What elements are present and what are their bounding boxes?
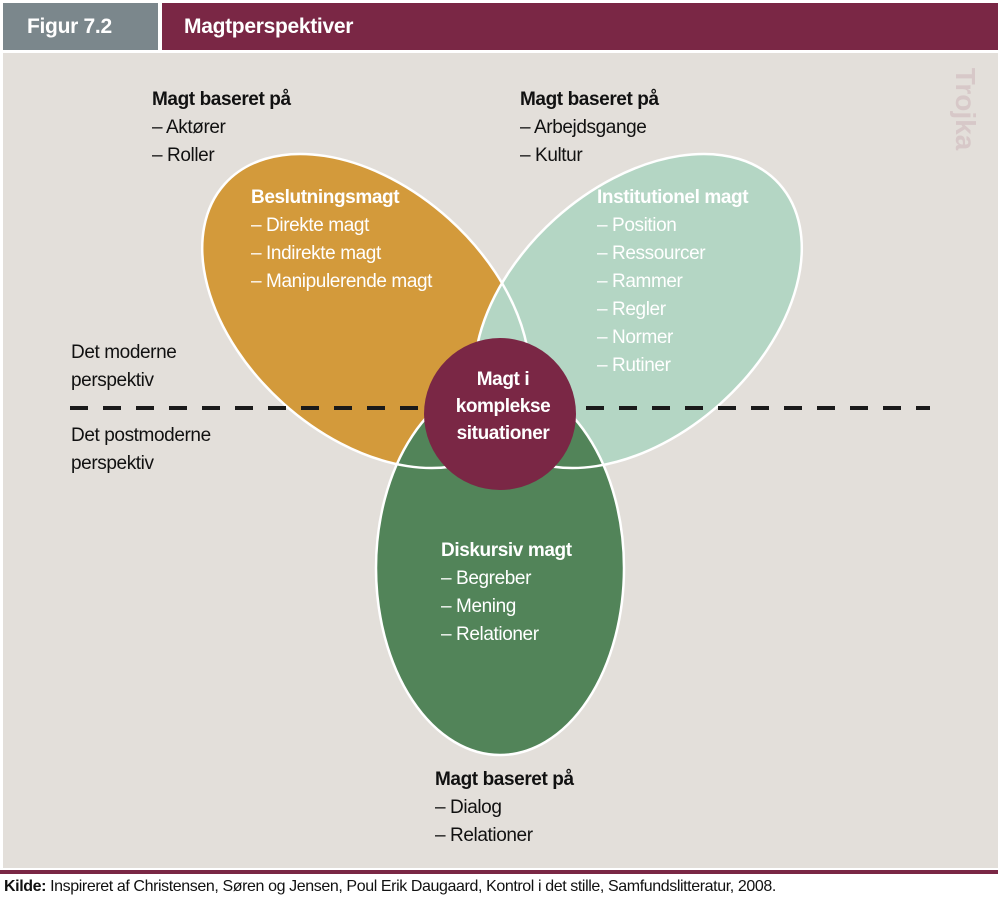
ellipse-item: – Manipulerende magt <box>251 271 433 292</box>
base-top-right: Magt baseret på – Arbejdsgange – Kultur <box>520 86 659 170</box>
ellipse-title: Diskursiv magt <box>441 540 572 561</box>
figure-number: Figur 7.2 <box>3 3 158 50</box>
ellipse-item: – Relationer <box>441 624 539 645</box>
modern-perspective-label: Det moderne perspektiv <box>71 339 177 395</box>
base-top-left: Magt baseret på – Aktører – Roller <box>152 86 291 170</box>
ellipse-title: Beslutningsmagt <box>251 187 400 208</box>
source-citation: Kilde: Inspireret af Christensen, Søren … <box>4 878 776 896</box>
ellipse-item: – Position <box>597 215 677 236</box>
ellipse-item: – Rutiner <box>597 355 671 376</box>
footer-divider <box>0 870 998 874</box>
complex-situations-circle <box>424 338 576 490</box>
base-item: – Aktører <box>152 117 226 138</box>
ellipse-item: – Regler <box>597 299 666 320</box>
source-label: Kilde: <box>4 878 47 895</box>
base-item: – Relationer <box>435 825 533 846</box>
base-item: – Arbejdsgange <box>520 117 647 138</box>
perspective-line: perspektiv <box>71 370 154 391</box>
watermark-text: Trojka <box>950 67 981 151</box>
perspective-line: Det postmoderne <box>71 425 211 446</box>
base-title: Magt baseret på <box>152 89 291 110</box>
perspective-line: Det moderne <box>71 342 177 363</box>
ellipse-item: – Mening <box>441 596 516 617</box>
figure-title: Magtperspektiver <box>162 3 998 50</box>
source-text: Inspireret af Christensen, Søren og Jens… <box>46 878 776 895</box>
postmodern-perspective-label: Det postmoderne perspektiv <box>71 422 211 478</box>
publisher-watermark: Trojka <box>935 64 995 154</box>
base-item: – Dialog <box>435 797 502 818</box>
discursive-power-ellipse <box>376 381 624 755</box>
center-line: komplekse <box>455 396 551 417</box>
perspective-line: perspektiv <box>71 453 154 474</box>
ellipse-title: Institutionel magt <box>597 187 749 208</box>
decision-power-label: Beslutningsmagt – Direkte magt – Indirek… <box>251 184 432 296</box>
center-line: situationer <box>456 423 550 444</box>
ellipse-item: – Begreber <box>441 568 532 589</box>
ellipse-item: – Indirekte magt <box>251 243 381 264</box>
ellipse-item: – Normer <box>597 327 673 348</box>
complex-situations-label: Magt i komplekse situationer <box>420 366 586 447</box>
discursive-power-label: Diskursiv magt – Begreber – Mening – Rel… <box>441 537 572 649</box>
base-item: – Kultur <box>520 145 583 166</box>
base-item: – Roller <box>152 145 215 166</box>
base-bottom: Magt baseret på – Dialog – Relationer <box>435 766 574 850</box>
center-line: Magt i <box>476 369 530 390</box>
ellipse-item: – Direkte magt <box>251 215 369 236</box>
ellipse-item: – Rammer <box>597 271 683 292</box>
base-title: Magt baseret på <box>520 89 659 110</box>
institutional-power-label: Institutionel magt – Position – Ressourc… <box>597 184 749 380</box>
ellipse-item: – Ressourcer <box>597 243 706 264</box>
base-title: Magt baseret på <box>435 769 574 790</box>
